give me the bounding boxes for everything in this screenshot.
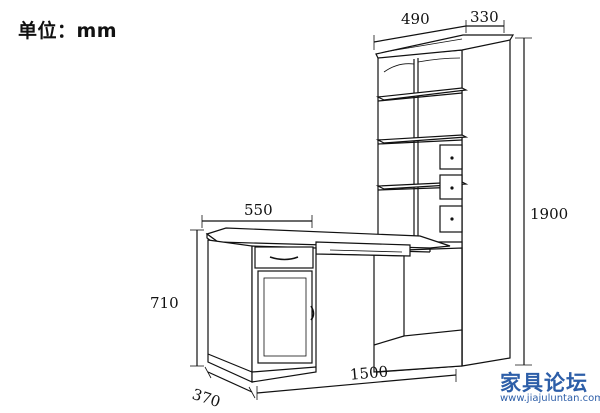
dimension-desk-height: 710 <box>150 294 179 312</box>
bookshelf-hutch <box>373 34 515 373</box>
dimension-lines <box>190 20 532 400</box>
hutch-drawers <box>439 144 463 233</box>
unit-label: 单位：mm <box>18 20 118 42</box>
watermark-url: www.jiajuluntan.com <box>500 393 600 404</box>
dimension-hutch-depth: 330 <box>470 8 499 26</box>
desk-pedestal <box>207 239 317 383</box>
dimension-hutch-width: 490 <box>401 10 430 28</box>
dimension-desk-depth: 370 <box>190 385 223 411</box>
dimension-total-height: 1900 <box>530 205 568 223</box>
dimension-desk-top-width: 550 <box>244 201 273 219</box>
watermark-name: 家具论坛 <box>500 371 588 395</box>
dimension-total-length: 1500 <box>349 362 389 383</box>
